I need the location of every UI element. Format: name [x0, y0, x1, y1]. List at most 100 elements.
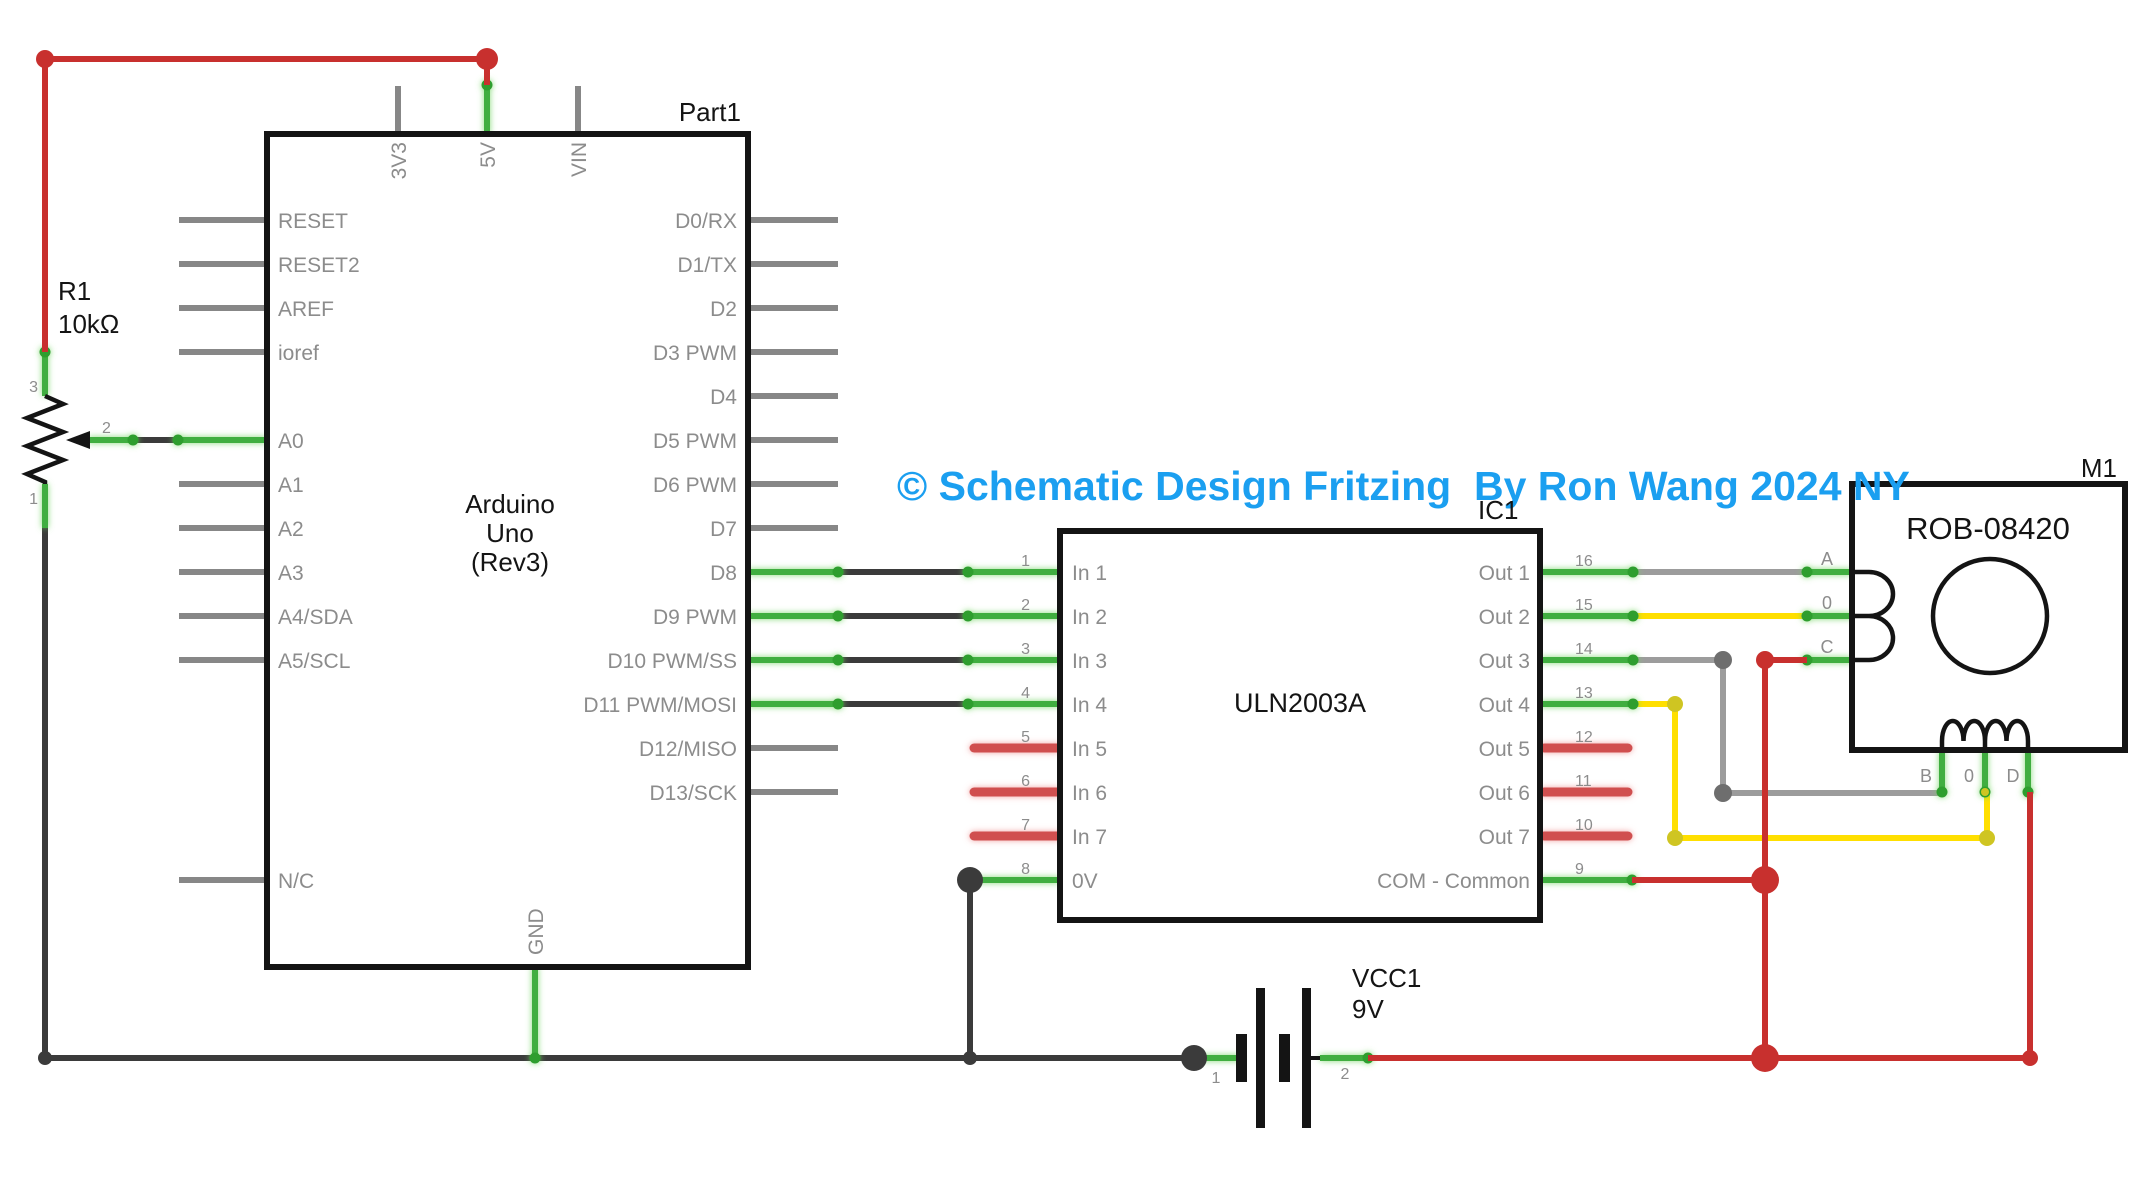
pin-label-d4: D4	[710, 386, 737, 409]
driver-name: ULN2003A	[1234, 688, 1366, 718]
battery-pin2-number: 2	[1341, 1066, 1350, 1083]
pin-label-in7: In 7	[1072, 826, 1107, 849]
unconnected-red-pins	[969, 743, 1633, 841]
pin-label-vin: VIN	[568, 142, 591, 177]
pin-number-13: 13	[1575, 685, 1593, 702]
arduino-top-pin-labels: 3V3 5V VIN	[388, 142, 591, 179]
motor-pin-b-label: B	[1920, 766, 1932, 786]
pin-number-11: 11	[1575, 773, 1592, 790]
pin-number-4: 4	[1021, 685, 1030, 702]
red-wires	[42, 56, 2033, 1061]
pin-label-com: COM - Common	[1377, 870, 1530, 893]
pin-label-d2: D2	[710, 298, 737, 321]
pin-label-out6: Out 6	[1479, 782, 1530, 805]
potentiometer-symbol[interactable]	[20, 393, 90, 485]
red-junction-dot	[1751, 1044, 1779, 1072]
motor-pin-a-label: A	[1821, 549, 1833, 569]
pin-label-d8: D8	[710, 562, 737, 585]
pin-number-12: 12	[1575, 729, 1593, 746]
pin-number-10: 10	[1575, 817, 1593, 834]
motor-left-coil	[1852, 569, 1896, 663]
driver-left-pin-labels: In 1 In 2 In 3 In 4 In 5 In 6 In 7 0V	[1072, 562, 1107, 893]
pin-label-in2: In 2	[1072, 606, 1107, 629]
red-corner-dot	[476, 48, 498, 70]
red-corner-dot	[2022, 1050, 2038, 1066]
endpoint-dot	[832, 698, 844, 710]
pin-label-out4: Out 4	[1479, 694, 1531, 717]
red-junction-dot	[1751, 866, 1779, 894]
pin-number-2: 2	[1021, 597, 1030, 614]
endpoint-dot	[962, 654, 974, 666]
pin-number-15: 15	[1575, 597, 1593, 614]
pin-number-3: 3	[1021, 641, 1030, 658]
pin-number-5: 5	[1021, 729, 1030, 746]
red-corner-dot	[36, 50, 54, 68]
driver-designator: IC1	[1478, 495, 1518, 525]
arduino-unconnected-pins	[179, 86, 838, 883]
pin-label-in1: In 1	[1072, 562, 1107, 585]
battery-symbol[interactable]	[1236, 988, 1320, 1128]
pin-label-d11: D11 PWM/MOSI	[583, 694, 737, 717]
yellow-corner-dot	[1667, 830, 1683, 846]
yellow-corner-dot	[1979, 830, 1995, 846]
endpoint-dot	[1801, 566, 1813, 578]
battery-plate-short	[1279, 1034, 1290, 1082]
pin-label-d7: D7	[710, 518, 737, 541]
motor-body[interactable]	[1849, 481, 2128, 753]
endpoint-dot	[1627, 566, 1639, 578]
pin-label-d6: D6 PWM	[653, 474, 737, 497]
endpoint-dot	[127, 434, 139, 446]
pot-pin1-number: 1	[29, 491, 38, 508]
motor-rotor-circle	[1930, 556, 2050, 676]
endpoint-dot	[832, 654, 844, 666]
pin-label-out3: Out 3	[1479, 650, 1530, 673]
pin-label-reset2: RESET2	[278, 254, 360, 277]
endpoint-dot	[1627, 610, 1639, 622]
motor-bottom-coil	[1939, 718, 2031, 750]
pin-label-a5-scl: A5/SCL	[278, 650, 350, 673]
pin-label-in6: In 6	[1072, 782, 1107, 805]
wire-out3-motor-b[interactable]	[1633, 657, 1942, 796]
pin-number-6: 6	[1021, 773, 1030, 790]
green-endpoint-dots	[39, 79, 2034, 1064]
gray-wires	[1633, 569, 1942, 796]
endpoint-dot	[962, 566, 974, 578]
pin-label-d12: D12/MISO	[639, 738, 737, 761]
pin-number-1: 1	[1021, 553, 1030, 570]
battery-plate-short	[1236, 1034, 1247, 1082]
endpoint-dot	[832, 610, 844, 622]
pin-label-a4-sda: A4/SDA	[278, 606, 353, 629]
junction-dots	[36, 48, 2038, 1072]
pot-pin2-number: 2	[102, 420, 111, 437]
motor-pin-c-label: C	[1821, 637, 1834, 657]
pin-number-14: 14	[1575, 641, 1593, 658]
red-corner-dot	[1756, 651, 1774, 669]
arduino-name-line3: (Rev3)	[471, 547, 549, 577]
pin-label-out7: Out 7	[1479, 826, 1530, 849]
pin-label-3v3: 3V3	[388, 142, 411, 179]
pin-label-d10: D10 PWM/SS	[607, 650, 737, 673]
pin-number-9: 9	[1575, 861, 1584, 878]
arduino-body[interactable]	[264, 131, 751, 970]
endpoint-dot	[172, 434, 184, 446]
dark-junction-dot	[1181, 1045, 1207, 1071]
battery-designator: VCC1	[1352, 963, 1421, 993]
driver-left-pin-numbers: 1 2 3 4 5 6 7 8	[1021, 553, 1030, 878]
uln2003a-body[interactable]	[1057, 528, 1543, 923]
pin-label-d9: D9 PWM	[653, 606, 737, 629]
endpoint-dot	[529, 1052, 541, 1064]
pin-number-16: 16	[1575, 553, 1593, 570]
driver-right-pin-labels: Out 1 Out 2 Out 3 Out 4 Out 5 Out 6 Out …	[1377, 562, 1530, 893]
endpoint-dot	[1627, 698, 1639, 710]
endpoint-dot	[962, 698, 974, 710]
pin-label-a1: A1	[278, 474, 304, 497]
endpoint-dot	[962, 610, 974, 622]
pin-label-in5: In 5	[1072, 738, 1107, 761]
pin-label-5v: 5V	[477, 142, 500, 168]
yellow-corner-dot	[1667, 696, 1683, 712]
arduino-left-pin-labels: RESET RESET2 AREF ioref A0 A1 A2 A3 A4/S…	[278, 210, 360, 893]
battery-pin1-number: 1	[1212, 1070, 1221, 1087]
pin-label-out1: Out 1	[1479, 562, 1530, 585]
